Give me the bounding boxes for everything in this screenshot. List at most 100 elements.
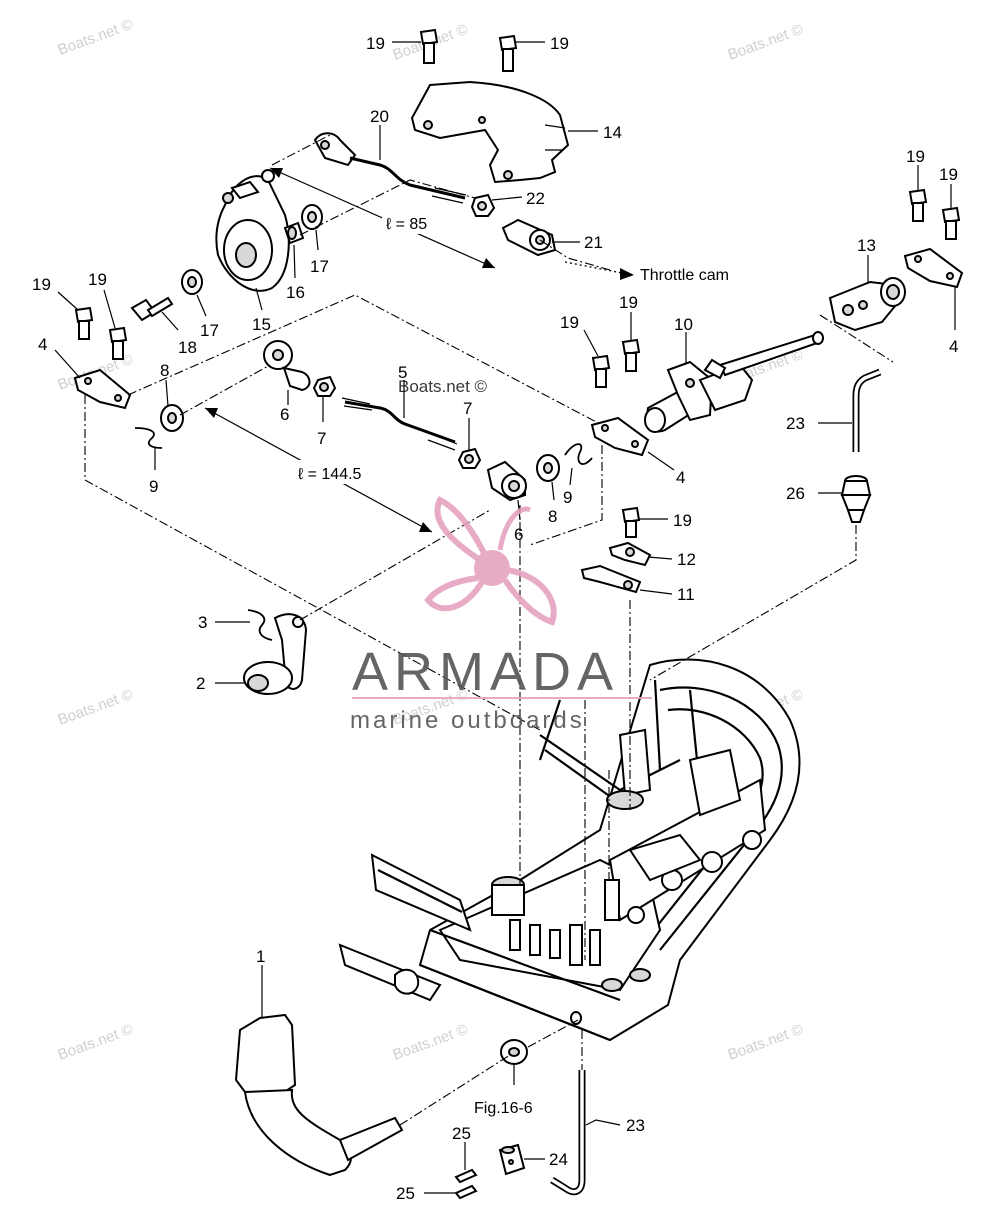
callout-9: 9 (149, 477, 158, 496)
callout-21: 21 (584, 233, 603, 252)
callout-19: 19 (619, 293, 638, 312)
callout-23: 23 (786, 414, 805, 433)
part-9-clip-left: 9 (134, 427, 163, 496)
callout-12: 12 (677, 550, 696, 569)
throttle-cam-pointer: Throttle cam (564, 261, 729, 284)
part-6-ball-joint-lower: 6 (486, 460, 527, 544)
part-10-throttle-lever: 10 (644, 315, 824, 433)
callout-4: 4 (38, 335, 47, 354)
part-6-ball-joint-upper: 6 (263, 340, 311, 424)
part-17-washer-upper: 17 (301, 204, 329, 276)
callout-17: 17 (310, 257, 329, 276)
part-7-nut-right: 7 (457, 399, 482, 469)
part-1-handle: 1 (234, 947, 404, 1177)
part-13-bracket: 13 (828, 236, 906, 332)
part-19-screw-top-left: 19 (366, 28, 439, 64)
callout-24: 24 (549, 1150, 568, 1169)
callout-23: 23 (626, 1116, 645, 1135)
part-3-clip: 3 (198, 609, 273, 641)
part-24-sleeve: 24 (498, 1143, 568, 1176)
callout-6: 6 (514, 525, 523, 544)
callout-7: 7 (463, 399, 472, 418)
part-23-rod-lower: 23 (550, 1070, 645, 1196)
part-4-plate-left: 4 (38, 335, 132, 410)
callout-19: 19 (88, 270, 107, 289)
part-19-screw-left-b: 19 (88, 270, 128, 360)
part-19-screw-center-a: 19 (560, 313, 611, 388)
callout-5: 5 (398, 363, 407, 382)
watermark-text: Boats.net © (726, 21, 806, 64)
callout-7: 7 (317, 429, 326, 448)
callout-17: 17 (200, 321, 219, 340)
callout-4: 4 (676, 468, 685, 487)
part-9-clip-right: 9 (563, 443, 593, 507)
callout-19: 19 (560, 313, 579, 332)
callout-19: 19 (550, 34, 569, 53)
callout-16: 16 (286, 283, 305, 302)
callout-19: 19 (366, 34, 385, 53)
callout-10: 10 (674, 315, 693, 334)
part-8-washer-right: 8 (536, 454, 560, 526)
callout-25: 25 (452, 1124, 471, 1143)
part-18-bolt: 18 (130, 296, 197, 357)
callout-15: 15 (252, 315, 271, 334)
logo-sub-text: marine outboards (350, 707, 585, 734)
armada-logo: ARMADA marine outboards (350, 495, 652, 734)
callout-19: 19 (673, 511, 692, 530)
watermark-text: Boats.net © (726, 1021, 806, 1064)
callout-20: 20 (370, 107, 389, 126)
part-19-screw-top-right: 19 (498, 34, 569, 72)
callout-19: 19 (32, 275, 51, 294)
part-4-plate-right: 4 (903, 247, 964, 356)
part-19-screw-center-b: 19 (619, 293, 641, 372)
length-144-5-label: ℓ = 144.5 (298, 466, 362, 483)
callout-2: 2 (196, 674, 205, 693)
dimension-85: ℓ = 85 (269, 167, 496, 269)
watermark-center-text: Boats.net © (398, 377, 488, 396)
callout-9: 9 (563, 488, 572, 507)
callout-25: 25 (396, 1184, 415, 1203)
part-14-top-bracket: 14 (410, 80, 622, 184)
watermark-text: Boats.net © (391, 1021, 471, 1064)
propeller-logo-icon (424, 495, 557, 626)
dimension-144-5: ℓ = 144.5 (204, 407, 433, 533)
callout-13: 13 (857, 236, 876, 255)
part-20-rod: 20 (313, 107, 467, 204)
callout-14: 14 (603, 123, 622, 142)
part-5-link-rod: 5 (341, 363, 458, 451)
callout-22: 22 (526, 189, 545, 208)
part-8-washer-left: 8 (160, 361, 184, 432)
part-2-bellcrank: 2 (196, 613, 308, 695)
part-25-pin-upper: 25 (452, 1124, 478, 1184)
part-26-grommet: 26 (786, 475, 872, 523)
callout-8: 8 (548, 507, 557, 526)
part-19-screw-right-b: 19 (939, 165, 961, 240)
part-12-plate: 12 (608, 541, 696, 569)
callout-3: 3 (198, 613, 207, 632)
callout-8: 8 (160, 361, 169, 380)
callout-4: 4 (949, 337, 958, 356)
part-17-washer-lower: 17 (181, 269, 219, 340)
logo-main-text: ARMADA (352, 642, 619, 702)
part-21-ball-socket: 21 (501, 218, 603, 257)
callout-6: 6 (280, 405, 289, 424)
callout-26: 26 (786, 484, 805, 503)
callout-18: 18 (178, 338, 197, 357)
assembly-lines (84, 134, 894, 1126)
part-16-bushing: 16 (283, 221, 305, 302)
callout-11: 11 (677, 585, 695, 604)
throttle-cam-label: Throttle cam (640, 267, 729, 284)
part-19-screw-right-a: 19 (906, 147, 928, 222)
part-7-nut-left: 7 (312, 375, 337, 448)
part-23-rod-upper: 23 (786, 368, 882, 452)
bottom-cowling-chassis (338, 658, 801, 1042)
part-15-throttle-cam: 15 (215, 169, 290, 334)
part-22-nut: 22 (470, 189, 545, 217)
part-4-plate-center: 4 (590, 416, 685, 487)
figure-reference-label: Fig.16-6 (474, 1100, 533, 1117)
part-25-pin-lower: 25 (396, 1184, 478, 1203)
watermark-text: Boats.net © (56, 16, 136, 59)
callout-1: 1 (256, 947, 265, 966)
fig-16-6-washer: Fig.16-6 (474, 1039, 533, 1117)
